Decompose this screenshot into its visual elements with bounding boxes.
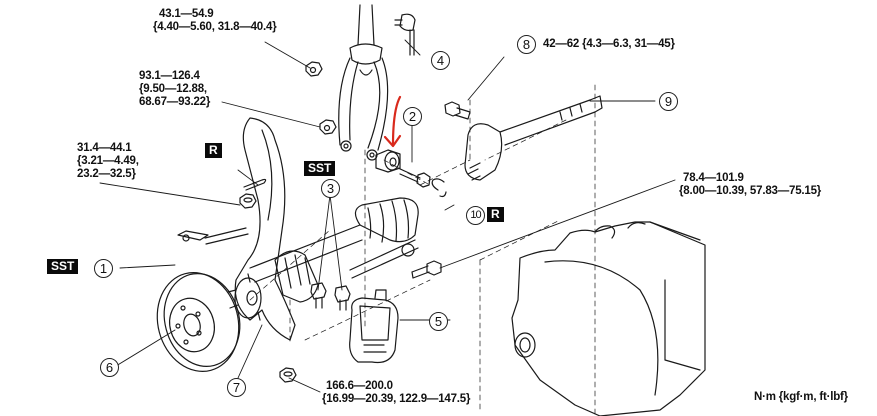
torque-alt: {8.00—10.39, 57.83—75.15} bbox=[679, 185, 822, 197]
callout-5: 5 bbox=[429, 312, 448, 331]
nuts bbox=[239, 61, 337, 383]
torque-spec-4: 43.1—54.9 {4.40—5.60, 31.8—40.4} bbox=[153, 8, 277, 34]
torque-alt: {4.40—5.60, 31.8—40.4} bbox=[153, 21, 277, 33]
torque-alt2: 68.67—93.22} bbox=[139, 96, 211, 108]
torque-alt2: 23.2—32.5} bbox=[77, 168, 136, 180]
torque-nm: 166.6—200.0 bbox=[326, 380, 393, 392]
clip-10 bbox=[431, 178, 447, 198]
torque-alt: {9.50—12.88, bbox=[139, 83, 207, 95]
cv-boot bbox=[249, 197, 419, 283]
brake-disc bbox=[156, 272, 241, 372]
torque-nm: 43.1—54.9 bbox=[159, 8, 214, 20]
cotter-pin bbox=[243, 178, 267, 191]
torque-nm: 42—62 {4.3—6.3, 31—45} bbox=[543, 38, 675, 50]
leader-lines bbox=[99, 39, 676, 393]
replace-tag: R bbox=[487, 207, 504, 222]
knuckle bbox=[234, 117, 296, 341]
callout-10: 10 bbox=[466, 206, 485, 225]
callout-9: 9 bbox=[659, 92, 678, 111]
callout-7: 7 bbox=[227, 378, 246, 397]
torque-spec-caliper-bolt: 78.4—101.9 {8.00—10.39, 57.83—75.15} bbox=[679, 172, 821, 198]
torque-alt: {3.21—4.49, bbox=[77, 155, 139, 167]
outer-cv-joint bbox=[274, 250, 319, 303]
spacer bbox=[375, 149, 401, 173]
callout-2: 2 bbox=[403, 107, 422, 126]
torque-nm: 93.1—126.4 bbox=[139, 70, 200, 82]
transmission bbox=[511, 221, 706, 416]
torque-spec-tie-rod-nut: 31.4—44.1 {3.21—4.49, 23.2—32.5} bbox=[77, 142, 139, 181]
callout-6: 6 bbox=[100, 358, 119, 377]
callout-3: 3 bbox=[321, 179, 340, 198]
callout-1: 1 bbox=[94, 259, 113, 278]
torque-nm: 78.4—101.9 bbox=[683, 172, 744, 184]
hub bbox=[227, 273, 262, 321]
replace-tag: R bbox=[205, 143, 222, 158]
sst-tag: SST bbox=[304, 161, 336, 176]
inner-shaft bbox=[464, 95, 603, 181]
brake-caliper bbox=[349, 289, 399, 364]
sst-tag: SST bbox=[47, 259, 79, 274]
bolt-8 bbox=[444, 101, 471, 120]
torque-nm: 31.4—44.1 bbox=[77, 142, 132, 154]
bolt-2 bbox=[397, 167, 431, 188]
callout-4: 4 bbox=[431, 51, 450, 70]
strut-fork bbox=[338, 4, 389, 161]
stabilizer-link bbox=[394, 13, 416, 56]
units-legend: N·m {kgf·m, ft·lbf} bbox=[754, 391, 848, 403]
callout-8: 8 bbox=[517, 35, 536, 54]
alignment-lines bbox=[249, 84, 596, 416]
torque-spec-hub-nut: 166.6—200.0 {16.99—20.39, 122.9—147.5} bbox=[322, 380, 470, 406]
ball-joints bbox=[310, 239, 419, 311]
torque-alt: {16.99—20.39, 122.9—147.5} bbox=[322, 393, 471, 405]
caliper-bolt bbox=[411, 260, 442, 279]
torque-spec-upper-nut: 93.1—126.4 {9.50—12.88, 68.67—93.22} bbox=[139, 70, 210, 109]
tie-rod bbox=[177, 227, 249, 245]
highlight-arrow bbox=[383, 95, 402, 148]
torque-spec-8: 42—62 {4.3—6.3, 31—45} bbox=[543, 38, 675, 51]
